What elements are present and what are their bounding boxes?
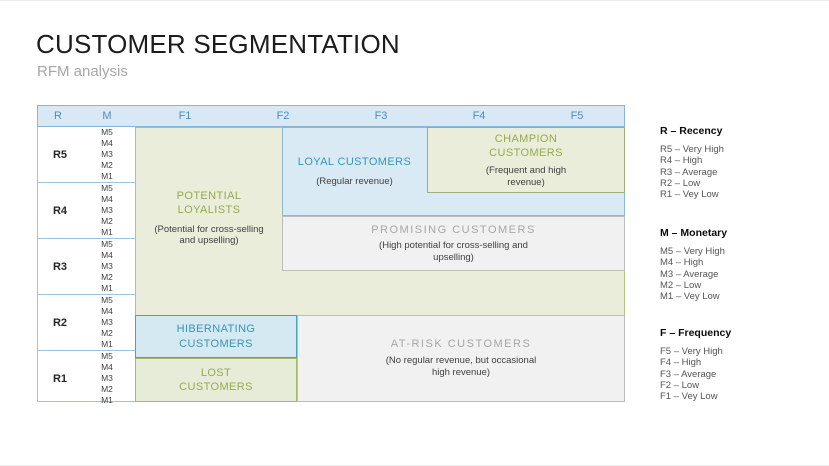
header-label-f2: F2 <box>276 110 290 122</box>
m-label: M2 <box>101 328 113 338</box>
segment-title: CHAMPION CUSTOMERS <box>489 133 563 160</box>
m-label: M1 <box>101 227 113 237</box>
m-labels: M5 M4 M3 M2 M1 <box>86 183 128 238</box>
legend-item: F2 – Low <box>660 379 700 391</box>
page-title: CUSTOMER SEGMENTATION <box>36 29 400 59</box>
m-label: M4 <box>101 362 113 372</box>
segment-title: LOST CUSTOMERS <box>179 366 253 393</box>
segment-at-risk-customers: AT-RISK CUSTOMERS (No regular revenue, b… <box>297 315 625 402</box>
recency-monetary-panel: R5 M5 M4 M3 M2 M1 R4 M5 M4 M3 M2 M1 R3 M… <box>37 127 135 405</box>
header-label-f5: F5 <box>570 110 584 122</box>
segment-loyal-customers-text: LOYAL CUSTOMERS (Regular revenue) <box>282 127 427 216</box>
m-label: M5 <box>101 239 113 249</box>
segment-potential-loyalists-text: POTENTIAL LOYALISTS (Potential for cross… <box>147 189 271 247</box>
m-label: M3 <box>101 317 113 327</box>
m-label: M5 <box>101 295 113 305</box>
header-label-r: R <box>54 110 62 122</box>
header-label-m: M <box>102 110 112 122</box>
legend-item: F4 – High <box>660 357 702 369</box>
segment-hibernating-customers: HIBERNATING CUSTOMERS <box>135 315 297 358</box>
legend-item: F3 – Average <box>660 368 717 380</box>
r1-group: R1 M5 M4 M3 M2 M1 <box>38 350 135 406</box>
m-label: M2 <box>101 216 113 226</box>
segment-subtitle: (No regular revenue, but occasional high… <box>385 355 537 378</box>
m-labels: M5 M4 M3 M2 M1 <box>86 239 128 294</box>
r-label: R1 <box>52 372 68 385</box>
m-label: M3 <box>101 205 113 215</box>
m-label: M4 <box>101 250 113 260</box>
legend-item: F5 – Very High <box>660 346 723 357</box>
legend-item: R5 – Very High <box>660 144 724 155</box>
m-label: M1 <box>101 283 113 293</box>
legend-item: M1 – Vey Low <box>660 291 720 303</box>
m-label: M4 <box>101 138 113 148</box>
r5-group: R5 M5 M4 M3 M2 M1 <box>38 127 135 182</box>
legend-heading: M – Monetary <box>660 227 728 239</box>
segment-title: AT-RISK CUSTOMERS <box>390 338 532 351</box>
legend-item: R1 – Vey Low <box>660 189 719 201</box>
header-label-f1: F1 <box>178 110 192 122</box>
m-label: M2 <box>101 384 113 394</box>
m-label: M3 <box>101 373 113 383</box>
segment-subtitle: (High potential for cross-selling and up… <box>379 239 528 263</box>
header-label-f4: F4 <box>472 110 486 122</box>
m-labels: M5 M4 M3 M2 M1 <box>86 351 128 406</box>
r2-group: R2 M5 M4 M3 M2 M1 <box>38 294 135 350</box>
segment-subtitle: (Potential for cross-selling and upselli… <box>154 223 264 247</box>
legend-item: M3 – Average <box>660 268 719 280</box>
m-label: M5 <box>101 127 113 137</box>
legend-item: M4 – High <box>660 257 704 269</box>
m-label: M5 <box>101 183 113 193</box>
r-label: R2 <box>52 316 68 329</box>
m-label: M2 <box>101 160 113 170</box>
segment-title: HIBERNATING CUSTOMERS <box>176 323 256 350</box>
m-label: M4 <box>101 306 113 316</box>
r-label: R3 <box>52 260 68 273</box>
legend-heading: F – Frequency <box>660 327 732 339</box>
segment-title: PROMISING CUSTOMERS <box>371 223 536 236</box>
legend-item: F1 – Vey Low <box>660 391 718 403</box>
page-subtitle: RFM analysis <box>37 63 128 80</box>
r-label: R5 <box>52 148 68 161</box>
m-label: M4 <box>101 194 113 204</box>
r-label: R4 <box>52 204 68 217</box>
legend-heading: R – Recency <box>660 125 723 137</box>
legend-item: R2 – Low <box>660 177 701 189</box>
matrix-header-row: R M F1 F2 F3 F4 F5 <box>37 105 625 127</box>
m-label: M2 <box>101 272 113 282</box>
legend-item: R3 – Average <box>660 166 718 178</box>
m-labels: M5 M4 M3 M2 M1 <box>86 295 128 350</box>
segment-title: POTENTIAL LOYALISTS <box>176 190 242 217</box>
legend-frequency: F – Frequency F5 – Very High F4 – High F… <box>660 327 825 402</box>
segment-title: LOYAL CUSTOMERS <box>297 155 412 168</box>
m-label: M1 <box>101 395 113 405</box>
legend-item: M2 – Low <box>660 279 702 291</box>
m-label: M5 <box>101 351 113 361</box>
m-label: M1 <box>101 171 113 181</box>
legend-recency: R – Recency R5 – Very High R4 – High R3 … <box>660 125 825 200</box>
legend-monetary: M – Monetary M5 – Very High M4 – High M3… <box>660 227 825 302</box>
header-label-f3: F3 <box>374 110 388 122</box>
r4-group: R4 M5 M4 M3 M2 M1 <box>38 182 135 238</box>
m-label: M3 <box>101 149 113 159</box>
r3-group: R3 M5 M4 M3 M2 M1 <box>38 238 135 294</box>
segment-lost-customers: LOST CUSTOMERS <box>135 358 297 402</box>
m-labels: M5 M4 M3 M2 M1 <box>86 127 128 182</box>
m-label: M3 <box>101 261 113 271</box>
legend-item: M5 – Very High <box>660 246 725 257</box>
legend-item: R4 – High <box>660 155 703 167</box>
segment-champion-customers: CHAMPION CUSTOMERS (Frequent and high re… <box>427 127 625 193</box>
segment-subtitle: (Regular revenue) <box>316 175 393 187</box>
segment-promising-customers: PROMISING CUSTOMERS (High potential for … <box>282 216 625 271</box>
m-label: M1 <box>101 339 113 349</box>
segment-subtitle: (Frequent and high revenue) <box>485 164 567 188</box>
